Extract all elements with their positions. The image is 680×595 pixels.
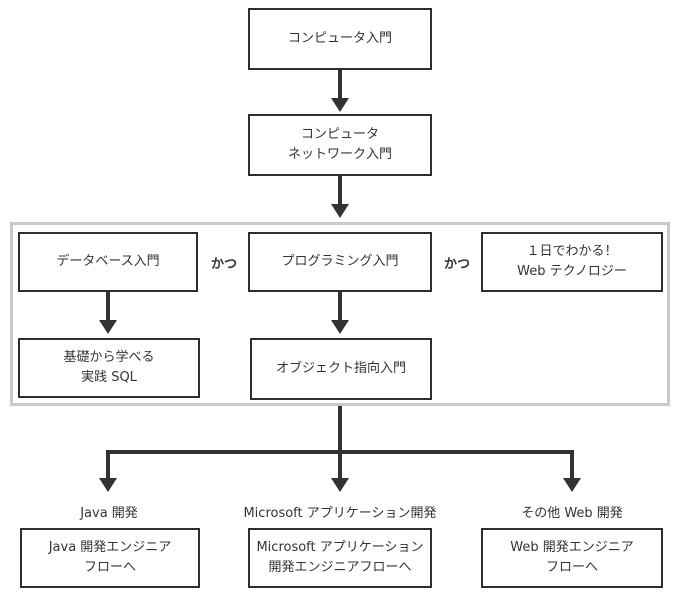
node-programming-intro: プログラミング入門 — [248, 232, 432, 292]
node-database-intro: データベース入門 — [18, 232, 198, 292]
node-label-line2: 実践 SQL — [81, 370, 137, 385]
branch-middle-head — [331, 478, 349, 492]
node-microsoft-flow[interactable]: Microsoft アプリケーション 開発エンジニアフローへ — [248, 528, 432, 588]
branch-label-java: Java 開発 — [80, 506, 138, 521]
node-java-flow[interactable]: Java 開発エンジニア フローへ — [20, 528, 200, 588]
node-label-line1: コンピュータ — [300, 127, 379, 142]
branch-label-microsoft: Microsoft アプリケーション開発 — [243, 506, 437, 521]
node-label-line1: １日でわかる！ — [526, 244, 618, 259]
arrow-head-1 — [331, 98, 349, 112]
node-oop-intro: オブジェクト指向入門 — [250, 338, 432, 400]
node-label-line2: Web テクノロジー — [517, 264, 627, 279]
arrow-head-2 — [331, 204, 349, 218]
node-label-line1: Web 開発エンジニア — [510, 540, 634, 555]
node-label: オブジェクト指向入門 — [275, 361, 406, 376]
node-label-line2: フローへ — [545, 560, 598, 575]
and-connector-2: かつ — [444, 257, 471, 272]
node-computer-intro: コンピュータ入門 — [248, 8, 432, 70]
node-web-flow[interactable]: Web 開発エンジニア フローへ — [481, 528, 663, 588]
node-label: コンピュータ入門 — [287, 31, 392, 46]
node-web-technology: １日でわかる！ Web テクノロジー — [481, 232, 663, 292]
node-label-line2: ネットワーク入門 — [287, 147, 392, 162]
prerequisite-group — [10, 222, 670, 406]
branch-right-head — [563, 478, 581, 492]
arrow-head-4 — [331, 320, 349, 334]
branch-label-other-web: その他 Web 開発 — [521, 506, 623, 521]
node-label-line2: 開発エンジニアフローへ — [268, 560, 412, 575]
node-practical-sql: 基礎から学べる 実践 SQL — [18, 338, 200, 398]
node-label-line2: フローへ — [83, 560, 136, 575]
node-label: プログラミング入門 — [281, 254, 399, 269]
arrow-head-3 — [99, 320, 117, 334]
node-label-line1: 基礎から学べる — [63, 350, 155, 365]
node-label-line1: Java 開発エンジニア — [48, 540, 172, 555]
node-label: データベース入門 — [56, 254, 160, 269]
branch-left-head — [99, 478, 117, 492]
node-network-intro: コンピュータ ネットワーク入門 — [248, 114, 432, 176]
node-label-line1: Microsoft アプリケーション — [256, 540, 424, 555]
and-connector-1: かつ — [211, 257, 238, 272]
